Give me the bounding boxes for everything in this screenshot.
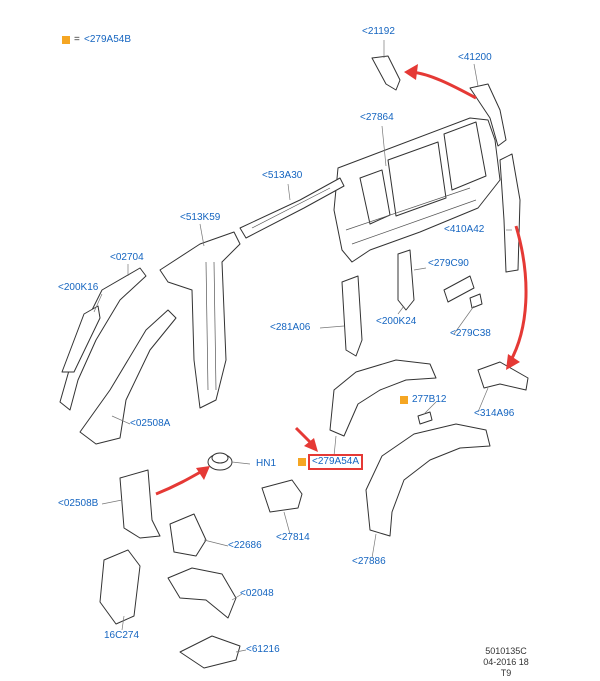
part-279c38-link[interactable]: <279C38	[450, 328, 491, 339]
part-513k59-link[interactable]: <513K59	[180, 212, 221, 223]
part-16c274-label: 16C274	[104, 630, 140, 641]
legend-swatch	[62, 36, 70, 44]
wheelhouse-inner	[329, 359, 437, 437]
upper-bracket	[371, 55, 401, 91]
rear-extension	[477, 361, 529, 391]
small-bracket-c90	[443, 275, 475, 303]
rear-pillar-trim	[469, 83, 507, 147]
part-hn1-link[interactable]: HN1	[256, 458, 277, 469]
roof-rail	[239, 177, 345, 239]
diagram-revision: T9	[500, 668, 512, 678]
wheelhouse-outer	[365, 423, 491, 537]
lower-inner-pillar	[119, 469, 161, 539]
grommet	[207, 452, 233, 471]
part-281a06-link[interactable]: <281A06	[270, 322, 311, 333]
legend-equals: =	[74, 34, 80, 45]
part-410a42-link[interactable]: <410A42	[444, 224, 485, 235]
small-clip	[417, 411, 433, 425]
part-02048-link[interactable]: <02048	[240, 588, 274, 599]
pillar-strip	[61, 305, 101, 373]
part-279a54a-swatch	[298, 458, 306, 466]
floor-bracket	[179, 635, 241, 669]
small-bracket-c38	[469, 293, 483, 309]
b-pillar	[159, 231, 241, 409]
part-27814-link[interactable]: <27814	[276, 532, 310, 543]
part-200k16-link[interactable]: <200K16	[58, 282, 99, 293]
part-314a96-link[interactable]: <314A96	[474, 408, 515, 419]
leader-lines	[93, 40, 512, 653]
small-support	[261, 479, 303, 513]
mount-bracket	[169, 513, 207, 557]
diagram-footer: 5010135C 04-2016 18 T9	[474, 646, 538, 679]
lower-pillar-bracket	[341, 275, 363, 357]
part-513a30-link[interactable]: <513A30	[262, 170, 303, 181]
d-pillar	[499, 153, 521, 273]
body-side-panel	[333, 117, 501, 263]
part-200k24-link[interactable]: <200K24	[376, 316, 417, 327]
inner-bracket	[397, 249, 415, 311]
red-arrowheads	[196, 64, 520, 480]
part-27886-link[interactable]: <27886	[352, 556, 386, 567]
part-61216-link[interactable]: <61216	[246, 644, 280, 655]
diagram-code: 5010135C	[485, 646, 527, 656]
part-41200-link[interactable]: <41200	[458, 52, 492, 63]
part-02704-link[interactable]: <02704	[110, 252, 144, 263]
part-279c90-link[interactable]: <279C90	[428, 258, 469, 269]
part-277b12-link[interactable]: 277B12	[412, 394, 447, 405]
diagram-date: 04-2016 18	[483, 657, 529, 667]
inner-pillar	[79, 309, 177, 445]
part-277b12-swatch	[400, 396, 408, 404]
sill-bracket	[99, 549, 141, 625]
part-02508b-link[interactable]: <02508B	[58, 498, 99, 509]
part-27864-link[interactable]: <27864	[360, 112, 394, 123]
part-279a54a-link[interactable]: <279A54A	[308, 454, 363, 470]
legend-part-link[interactable]: <279A54B	[84, 34, 131, 45]
part-22686-link[interactable]: <22686	[228, 540, 262, 551]
part-02508a-link[interactable]: <02508A	[130, 418, 171, 429]
wheel-arch-liner	[167, 567, 237, 619]
part-21192-link[interactable]: <21192	[362, 26, 395, 37]
